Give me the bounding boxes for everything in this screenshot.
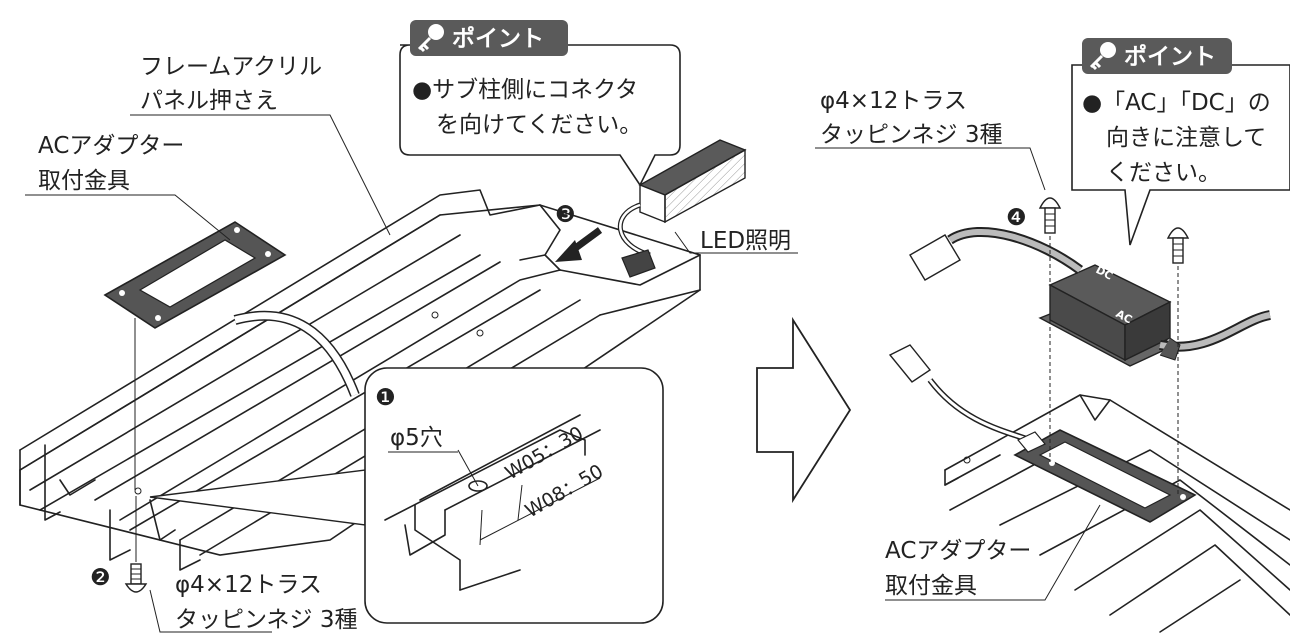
- screw-left-label-2: タッピンネジ 3種: [175, 607, 357, 633]
- bracket-plate-right: [1013, 429, 1197, 523]
- led-plug: [888, 344, 932, 383]
- screw-right-1: [1038, 197, 1062, 234]
- point-box-left: [399, 20, 681, 187]
- ac-adapter: [909, 227, 1272, 367]
- screw-right-label-2: タッピンネジ 3種: [820, 122, 1002, 148]
- point-right-line-1: ●「AC」「DC」の: [1082, 90, 1271, 116]
- bracket-label-left-1: ACアダプター: [38, 133, 184, 159]
- bracket-label-left-2: 取付金具: [38, 168, 130, 194]
- leader-bracket-right: [885, 504, 1101, 601]
- point-right-line-2: 向きに注意して: [1106, 125, 1266, 151]
- led-light: [617, 139, 747, 278]
- point-tag-right: ポイント: [1124, 43, 1216, 70]
- leader-screw-right: [815, 147, 1046, 191]
- screw-right-2: [1166, 227, 1190, 264]
- point-tag-left: ポイント: [452, 25, 544, 52]
- leader-frame: [130, 114, 391, 236]
- bracket-label-right-1: ACアダプター: [885, 538, 1031, 564]
- step-3-badge: ❸: [555, 202, 576, 228]
- bracket-plate: [103, 221, 287, 329]
- arrow-right-icon: [756, 316, 852, 504]
- point-right-line-3: ください。: [1106, 160, 1221, 186]
- leader-led: [674, 231, 798, 254]
- hole-label: φ5穴: [390, 425, 443, 451]
- point-left-line-2: を向けてください。: [436, 112, 642, 138]
- frame-label-1: フレームアクリル: [140, 54, 322, 80]
- key-icon: [417, 24, 444, 53]
- point-box-right: [1071, 38, 1290, 246]
- screw-right-label-1: φ4×12トラス: [820, 88, 967, 114]
- step-1-badge: ❶: [375, 385, 396, 411]
- bracket-label-right-2: 取付金具: [885, 573, 977, 599]
- key-icon: [1089, 42, 1116, 71]
- step-4-badge: ❹: [1006, 205, 1027, 231]
- point-left-line-1: ●サブ柱側にコネクタ: [412, 77, 638, 103]
- leader-screw-left: [149, 589, 272, 633]
- screw-left-label-1: φ4×12トラス: [175, 572, 322, 598]
- step-2-badge: ❷: [90, 565, 111, 591]
- zoom-callout: [149, 367, 664, 624]
- frame-label-2: パネル押さえ: [140, 88, 278, 114]
- led-label: LED照明: [700, 228, 791, 254]
- screw-left: [124, 563, 148, 593]
- leader-bracket-left: [25, 194, 231, 241]
